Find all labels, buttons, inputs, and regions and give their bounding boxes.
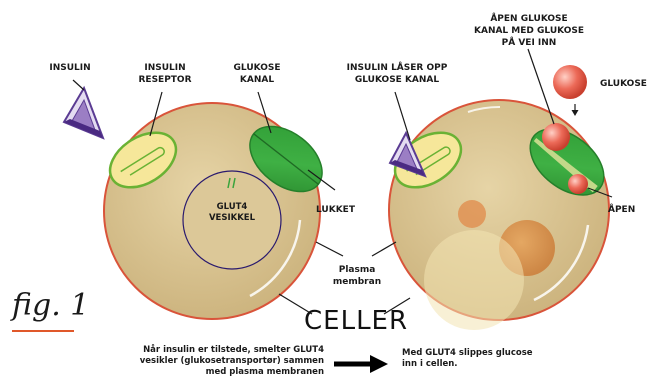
label-open: ÅPEN <box>608 204 635 215</box>
process-arrow-head <box>370 355 388 373</box>
label-channel-line1: GLUKOSE <box>234 63 281 73</box>
pointer-membrane-left <box>316 242 343 256</box>
label-channel-line2: KANAL <box>240 75 274 85</box>
label-membrane-line2: membran <box>333 277 381 287</box>
glucose-down-arrow-head <box>572 110 579 116</box>
insulin-molecule <box>64 88 103 138</box>
label-unlocks-line1: INSULIN LÅSER OPP <box>347 62 448 73</box>
pointer-insulin <box>73 80 84 90</box>
caption-right: Med GLUT4 slippes glucose inn i cellen. <box>402 348 602 370</box>
figure-label: fig. 1 <box>12 288 89 323</box>
caption-left: Når insulin er tilstede, smelter GLUT4 v… <box>60 345 324 378</box>
label-glucose: GLUKOSE <box>600 79 647 89</box>
label-membrane-line1: Plasma <box>339 265 376 275</box>
glut4-vesicle: GLUT4 VESIKKEL <box>183 171 281 269</box>
label-open-channel-line2: KANAL MED GLUKOSE <box>474 26 584 36</box>
right-cell <box>389 100 609 330</box>
glucose-inside-channel <box>568 174 588 194</box>
figure-underline <box>12 330 74 332</box>
glucose-entering <box>542 123 570 151</box>
pointer-membrane-right <box>372 242 396 256</box>
label-receptor-line2: RESEPTOR <box>138 75 191 85</box>
label-open-channel-line3: PÅ VEI INN <box>502 37 557 48</box>
label-unlocks-line2: GLUKOSE KANAL <box>355 75 440 85</box>
glucose-molecule <box>553 65 587 99</box>
cells-label: CELLER <box>304 306 408 336</box>
glut4-label-line1: GLUT4 <box>217 202 248 212</box>
label-receptor-line1: INSULIN <box>144 63 185 73</box>
label-open-channel-line1: ÅPEN GLUKOSE <box>490 13 567 24</box>
label-closed: LUKKET <box>316 205 356 215</box>
glucose-blob-small <box>458 200 486 228</box>
pointer-unlocks <box>395 92 410 140</box>
glut4-label-line2: VESIKKEL <box>209 213 256 223</box>
label-insulin: INSULIN <box>49 63 90 73</box>
glut4-vesicle-fused <box>424 230 524 330</box>
